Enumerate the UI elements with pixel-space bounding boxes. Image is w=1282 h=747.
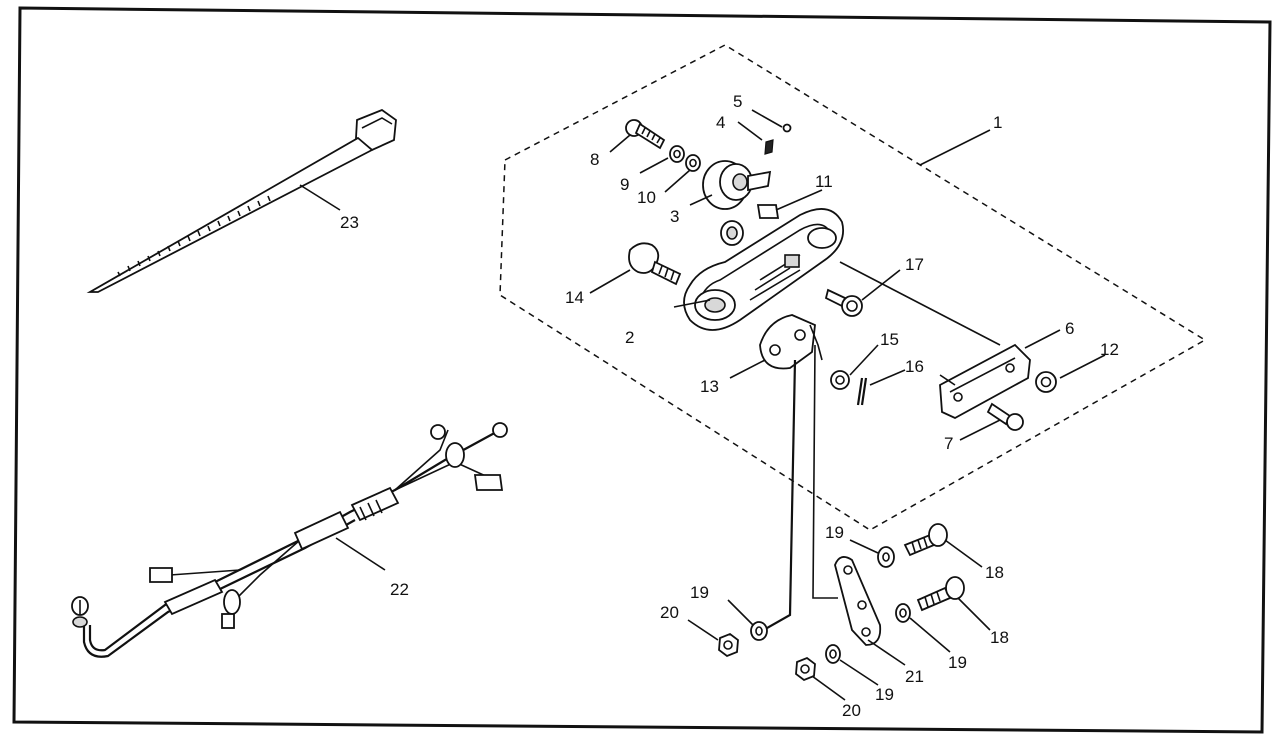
callout-22: 22 [390, 580, 409, 599]
nut-15-part [830, 370, 850, 390]
callout-20b: 20 [842, 701, 861, 720]
callout-18a: 18 [985, 563, 1004, 582]
callout-5: 5 [733, 92, 742, 111]
callout-8: 8 [590, 150, 599, 169]
callout-19b: 19 [948, 653, 967, 672]
callout-1: 1 [993, 113, 1002, 132]
callout-3: 3 [670, 207, 679, 226]
callout-17: 17 [905, 255, 924, 274]
ball-part [782, 123, 792, 133]
nut-12-part [1035, 371, 1057, 393]
lever-rod [759, 359, 797, 633]
callout-20a: 20 [660, 603, 679, 622]
callout-19d: 19 [690, 583, 709, 602]
callout-2: 2 [625, 328, 634, 347]
callout-18b: 18 [990, 628, 1009, 647]
callout-14: 14 [565, 288, 584, 307]
callout-6: 6 [1065, 319, 1074, 338]
rotor-part [702, 160, 772, 210]
lever-plate-part [759, 314, 823, 370]
bolt-18a-part [903, 523, 948, 557]
assembly-boundary [499, 44, 1207, 531]
washer-19a-part [877, 546, 895, 568]
washer-9-part [669, 145, 685, 163]
callout-10: 10 [637, 188, 656, 207]
washer-10-part [685, 154, 701, 172]
bracket-part [939, 343, 1031, 420]
callout-12: 12 [1100, 340, 1119, 359]
bolt-18b-part [916, 576, 965, 612]
cotter-pin-part [856, 377, 868, 406]
callout-4: 4 [716, 113, 725, 132]
callout-19a: 19 [825, 523, 844, 542]
pin-part [756, 204, 780, 219]
nut-20b-part [795, 656, 816, 682]
washer-19c-part [825, 644, 841, 664]
callout-23: 23 [340, 213, 359, 232]
washer-19d-part [750, 621, 768, 641]
callout-11: 11 [815, 172, 833, 191]
callout-19c: 19 [875, 685, 894, 704]
callout-9: 9 [620, 175, 629, 194]
leader-23 [299, 184, 341, 211]
leader-lines [589, 109, 1106, 701]
callout-15: 15 [880, 330, 899, 349]
callout-7: 7 [944, 434, 953, 453]
callout-labels: 1 2 3 4 5 6 7 8 9 10 11 12 13 14 15 16 1… [340, 92, 1119, 720]
nut-20a-part [718, 632, 739, 658]
callout-16: 16 [905, 357, 924, 376]
spring-part [764, 139, 774, 155]
washer-19b-part [895, 603, 911, 623]
bolt-8-part [625, 119, 666, 150]
wire-harness-part [71, 422, 508, 658]
knob-screw-part [628, 242, 682, 286]
housing-part [683, 208, 844, 331]
bolt-17-part [824, 288, 863, 317]
bottom-bracket-part [834, 556, 882, 646]
cable-tie-part [86, 108, 397, 293]
callout-21: 21 [905, 667, 924, 686]
callout-13: 13 [700, 377, 719, 396]
frame-border [12, 6, 1272, 734]
leader-22 [335, 537, 386, 571]
screw-7-part [986, 402, 1024, 431]
